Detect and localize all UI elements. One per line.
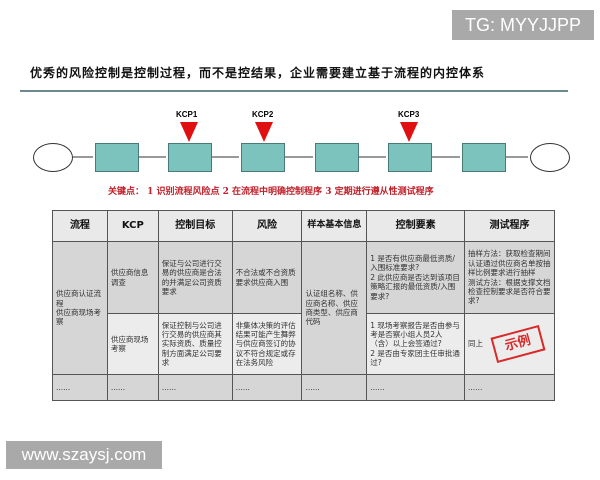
cell-kcp: 供应商现场考察 [106, 313, 159, 375]
cell-risk: 非集体决策的评估结果可能产生舞弊 与供应商签订的协议不符合规定或存在法务风险 [231, 313, 303, 375]
cell-goal: 保证控制与公司进行交易的供应商其实际资质、质量控制方面满足公司要求 [157, 313, 233, 375]
cell-ellipsis: ...... [301, 374, 368, 401]
cell-kcp: 供应商信息调查 [106, 241, 159, 314]
kcp3-label: KCP3 [398, 110, 420, 119]
kcp1-marker-icon [180, 122, 198, 142]
cell-test-container: 同上 示例 [464, 313, 555, 375]
cell-risk: 不合法或不合资质要求供应商入围 [231, 241, 303, 314]
control-table: 流程 KCP 控制目标 风险 样本基本信息 控制要素 测试程序 供应商认证流程 … [52, 210, 555, 401]
table-row: 供应商认证流程 供应商现场考察 供应商信息调查 保证与公司进行交易的供应商是合法… [52, 241, 555, 375]
cell-elements: 1 现场考察报告是否由参与考是否察小组人员2人（含）以上会签通过? 2 是否由专… [366, 313, 466, 375]
cell-ellipsis: ...... [464, 374, 555, 401]
kcp3-marker-icon [400, 122, 418, 142]
watermark-tg: TG: MYYJJPP [452, 10, 594, 40]
divider [20, 90, 568, 92]
cell-goal: 保证与公司进行交易的供应商是合法的并满足公司资质要求 [157, 241, 233, 314]
header-process: 流程 [52, 210, 108, 242]
header-goal: 控制目标 [157, 210, 233, 242]
start-node [33, 143, 73, 172]
cell-process: 供应商认证流程 供应商现场考察 [52, 241, 108, 375]
cell-elements: 1 是否有供应商最低资质/入围标准要求? 2 此供应商是否达到该项目策略汇报的最… [366, 241, 466, 314]
header-risk: 风险 [231, 210, 303, 242]
kcp2-marker-icon [255, 122, 273, 142]
table-row: ...... ...... ...... ...... ...... .....… [52, 374, 555, 401]
header-test: 测试程序 [464, 210, 555, 242]
header-elements: 控制要素 [366, 210, 466, 242]
example-stamp: 示例 [490, 324, 546, 364]
process-step [462, 143, 506, 172]
cell-test: 同上 [468, 339, 484, 349]
kcp1-label: KCP1 [176, 110, 198, 119]
table-header: 流程 KCP 控制目标 风险 样本基本信息 控制要素 测试程序 [52, 210, 555, 242]
kcp2-label: KCP2 [252, 110, 274, 119]
watermark-site: www.szaysj.com [6, 441, 162, 469]
header-sample: 样本基本信息 [301, 210, 368, 242]
flow-arrows [73, 156, 528, 158]
cell-ellipsis: ...... [106, 374, 159, 401]
cell-sample: 认证组名称、供应商名称、供应商类型、供应商代码 [301, 241, 368, 375]
process-step [241, 143, 285, 172]
cell-ellipsis: ...... [52, 374, 108, 401]
key-points: 关键点： 1 识别流程风险点 2 在流程中明确控制程序 3 定期进行遵从性测试程… [108, 187, 434, 197]
process-step [315, 143, 359, 172]
cell-ellipsis: ...... [231, 374, 303, 401]
test-cell-content: 同上 示例 [468, 324, 551, 364]
page-title: 优秀的风险控制是控制过程，而不是控结果，企业需要建立基于流程的内控体系 [30, 66, 486, 80]
cell-test: 抽样方法：获取检查期间认证通过供应商名单按抽样比例要求进行抽样 测试方法：根据支… [464, 241, 555, 314]
process-step [388, 143, 432, 172]
header-kcp: KCP [106, 210, 159, 242]
cell-ellipsis: ...... [366, 374, 466, 401]
process-step [168, 143, 212, 172]
cell-ellipsis: ...... [157, 374, 233, 401]
end-node [530, 143, 570, 172]
table-row: 供应商现场考察 保证控制与公司进行交易的供应商其实际资质、质量控制方面满足公司要… [53, 313, 555, 375]
process-step [95, 143, 139, 172]
